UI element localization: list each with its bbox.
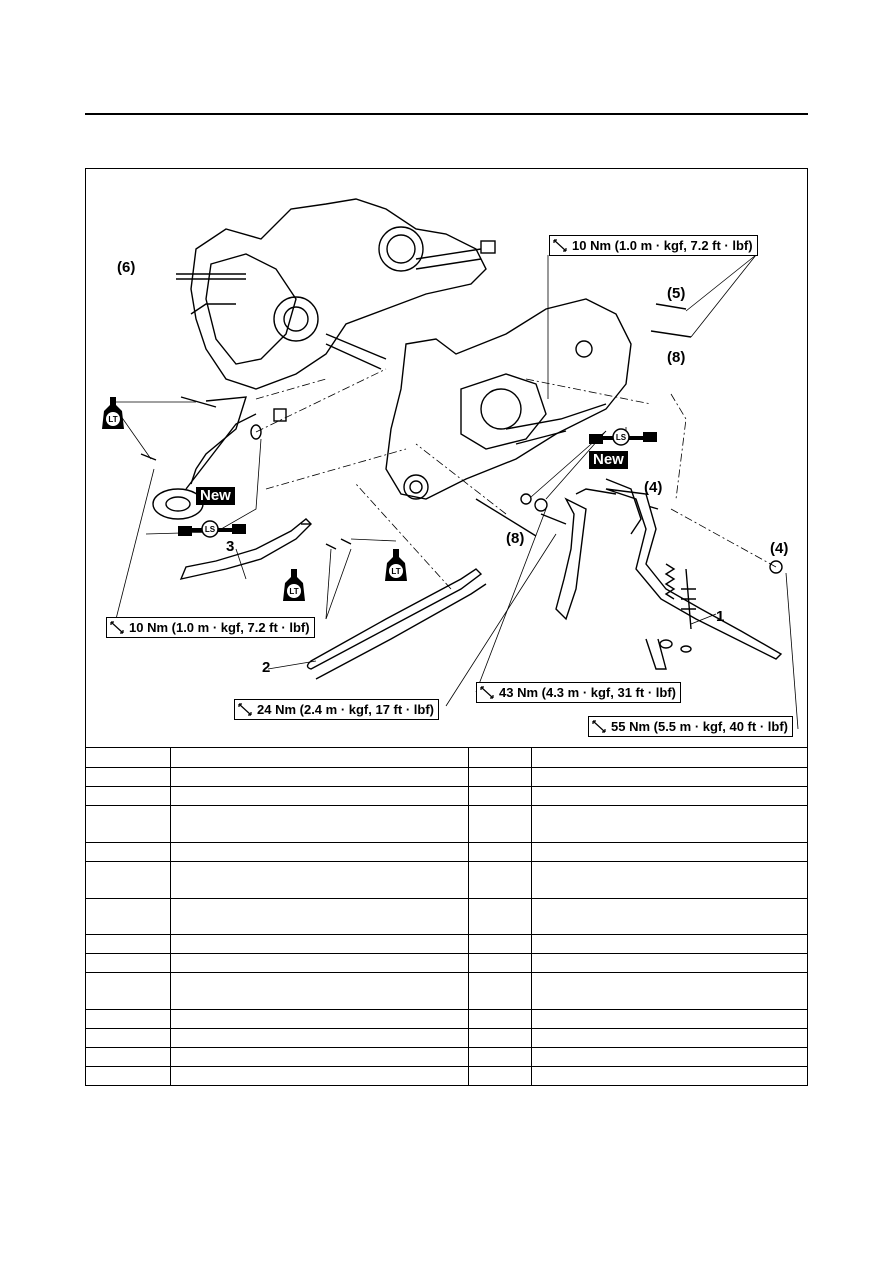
callout-8-upper: (8) xyxy=(667,349,686,366)
wrench-icon xyxy=(592,720,606,733)
wrench-icon xyxy=(553,239,567,252)
svg-text:LT: LT xyxy=(289,587,298,596)
callout-4-nut: (4) xyxy=(770,540,789,557)
header-rule xyxy=(85,113,808,115)
torque-spec-upper: 10 Nm (1.0 m · kgf, 7.2 ft · lbf) xyxy=(549,235,758,256)
callout-1: 1 xyxy=(716,608,725,625)
table-row xyxy=(86,842,807,862)
svg-text:LT: LT xyxy=(391,567,400,576)
table-row xyxy=(86,861,807,899)
locking-agent-icon: LT xyxy=(383,549,409,583)
table-row xyxy=(86,898,807,935)
locking-agent-icon: LT xyxy=(100,397,126,431)
table-row xyxy=(86,1066,807,1086)
crankcase-drawing xyxy=(110,198,799,730)
wrench-icon xyxy=(238,703,252,716)
torque-spec-left: 10 Nm (1.0 m · kgf, 7.2 ft · lbf) xyxy=(106,617,315,638)
callout-6: (6) xyxy=(117,259,136,276)
table-row xyxy=(86,934,807,954)
table-row xyxy=(86,1009,807,1029)
grease-icon: LS xyxy=(589,428,659,446)
table-row xyxy=(86,972,807,1010)
svg-text:LS: LS xyxy=(205,525,216,534)
callout-4-bolt: (4) xyxy=(644,479,663,496)
table-row xyxy=(86,805,807,843)
illustration-frame: 10 Nm (1.0 m · kgf, 7.2 ft · lbf) 10 Nm … xyxy=(85,168,808,1086)
table-row xyxy=(86,1028,807,1048)
torque-spec-stand-bolt: 43 Nm (4.3 m · kgf, 31 ft · lbf) xyxy=(476,682,681,703)
torque-value: 10 Nm (1.0 m · kgf, 7.2 ft · lbf) xyxy=(572,238,753,253)
svg-text:LS: LS xyxy=(616,433,627,442)
grease-icon: LS xyxy=(178,520,248,538)
table-row xyxy=(86,767,807,787)
callout-8-lower: (8) xyxy=(506,530,525,547)
torque-spec-pipe-bolt: 24 Nm (2.4 m · kgf, 17 ft · lbf) xyxy=(234,699,439,720)
locking-agent-icon: LT xyxy=(281,569,307,603)
table-row xyxy=(86,747,807,768)
torque-value: 43 Nm (4.3 m · kgf, 31 ft · lbf) xyxy=(499,685,676,700)
wrench-icon xyxy=(110,621,124,634)
wrench-icon xyxy=(480,686,494,699)
torque-value: 55 Nm (5.5 m · kgf, 40 ft · lbf) xyxy=(611,719,788,734)
new-part-tag: New xyxy=(196,487,235,505)
parts-table xyxy=(86,747,807,1086)
torque-spec-nut: 55 Nm (5.5 m · kgf, 40 ft · lbf) xyxy=(588,716,793,737)
svg-text:LT: LT xyxy=(108,415,117,424)
callout-5: (5) xyxy=(667,285,686,302)
callout-3: 3 xyxy=(226,538,235,555)
exploded-diagram: 10 Nm (1.0 m · kgf, 7.2 ft · lbf) 10 Nm … xyxy=(86,169,807,747)
torque-value: 10 Nm (1.0 m · kgf, 7.2 ft · lbf) xyxy=(129,620,310,635)
table-row xyxy=(86,786,807,806)
table-row xyxy=(86,953,807,973)
table-row xyxy=(86,1047,807,1067)
new-part-tag: New xyxy=(589,451,628,469)
callout-2: 2 xyxy=(262,659,271,676)
torque-value: 24 Nm (2.4 m · kgf, 17 ft · lbf) xyxy=(257,702,434,717)
